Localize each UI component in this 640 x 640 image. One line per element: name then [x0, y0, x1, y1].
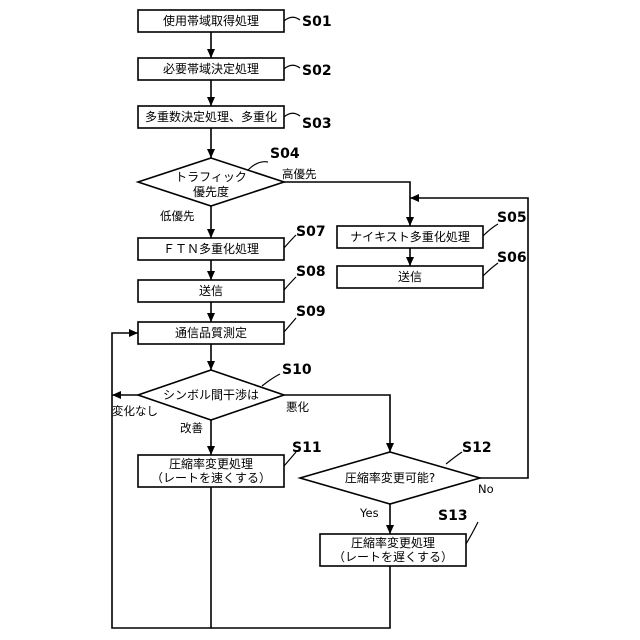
- arrow-s04-s05-high: [284, 182, 410, 226]
- step-s01: 使用帯域取得処理 S01: [138, 10, 332, 32]
- process-label-s11-line2: （レートを速くする）: [151, 471, 271, 485]
- step-id-s10: S10: [282, 362, 312, 378]
- process-label-s11-line1: 圧縮率変更処理: [169, 456, 253, 471]
- step-id-s02: S02: [302, 63, 332, 79]
- edge-label-no-change: 変化なし: [112, 404, 158, 418]
- process-label-s05: ナイキスト多重化処理: [350, 230, 470, 244]
- edge-label-low-priority: 低優先: [160, 209, 195, 223]
- step-s09: 通信品質測定 S09: [138, 304, 326, 344]
- leader-s06: [483, 263, 498, 276]
- process-label-s08: 送信: [199, 283, 223, 298]
- step-s12: 圧縮率変更可能? S12: [300, 440, 492, 504]
- leader-s08: [284, 277, 296, 290]
- leader-s09: [284, 318, 296, 332]
- step-id-s05: S05: [497, 210, 527, 226]
- decision-label-s10: シンボル間干渉は: [163, 387, 259, 402]
- edge-label-no: No: [478, 482, 494, 496]
- leader-s05: [483, 224, 498, 236]
- step-id-s01: S01: [302, 14, 332, 30]
- decision-label-s04-line2: 優先度: [193, 184, 229, 199]
- step-id-s11: S11: [292, 440, 322, 456]
- step-id-s06: S06: [497, 250, 527, 266]
- process-label-s09: 通信品質測定: [175, 325, 247, 340]
- leader-s13: [466, 522, 478, 544]
- step-id-s08: S08: [296, 264, 326, 280]
- process-label-s03: 多重数決定処理、多重化: [145, 109, 277, 124]
- step-s07: ＦＴＮ多重化処理 S07: [138, 224, 326, 260]
- edge-label-high-priority: 高優先: [282, 167, 317, 181]
- leader-s12: [446, 452, 462, 464]
- leader-s04: [248, 162, 268, 170]
- step-id-s12: S12: [462, 440, 492, 456]
- step-id-s03: S03: [302, 116, 332, 132]
- step-s06: 送信 S06: [337, 250, 527, 288]
- leader-s02: [284, 65, 300, 69]
- step-s13: 圧縮率変更処理 （レートを遅くする） S13: [320, 508, 478, 566]
- process-label-s13-line2: （レートを遅くする）: [333, 550, 453, 564]
- leader-s01: [284, 17, 300, 21]
- step-s11: 圧縮率変更処理 （レートを速くする） S11: [138, 440, 322, 487]
- edge-label-improved: 改善: [180, 421, 203, 435]
- step-s05: ナイキスト多重化処理 S05: [337, 210, 527, 248]
- process-label-s13-line1: 圧縮率変更処理: [351, 535, 435, 550]
- step-id-s07: S07: [296, 224, 326, 240]
- step-s04: トラフィック 優先度 S04: [138, 146, 300, 206]
- step-s08: 送信 S08: [138, 264, 326, 302]
- process-label-s07: ＦＴＮ多重化処理: [163, 242, 259, 256]
- leader-s07: [284, 235, 296, 248]
- decision-label-s04-line1: トラフィック: [175, 170, 247, 184]
- decision-label-s12: 圧縮率変更可能?: [345, 470, 435, 485]
- leader-s10: [262, 374, 280, 386]
- step-s03: 多重数決定処理、多重化 S03: [138, 106, 332, 132]
- step-id-s04: S04: [270, 146, 300, 162]
- leader-s03: [284, 113, 300, 117]
- edge-label-yes: Yes: [359, 506, 379, 520]
- process-label-s02: 必要帯域決定処理: [163, 61, 259, 76]
- step-id-s09: S09: [296, 304, 326, 320]
- process-label-s06: 送信: [398, 269, 422, 284]
- step-id-s13: S13: [438, 508, 468, 524]
- step-s02: 必要帯域決定処理 S02: [138, 58, 332, 80]
- process-label-s01: 使用帯域取得処理: [163, 13, 259, 28]
- s13-return-line: [211, 566, 390, 628]
- edge-label-worsened: 悪化: [286, 400, 309, 414]
